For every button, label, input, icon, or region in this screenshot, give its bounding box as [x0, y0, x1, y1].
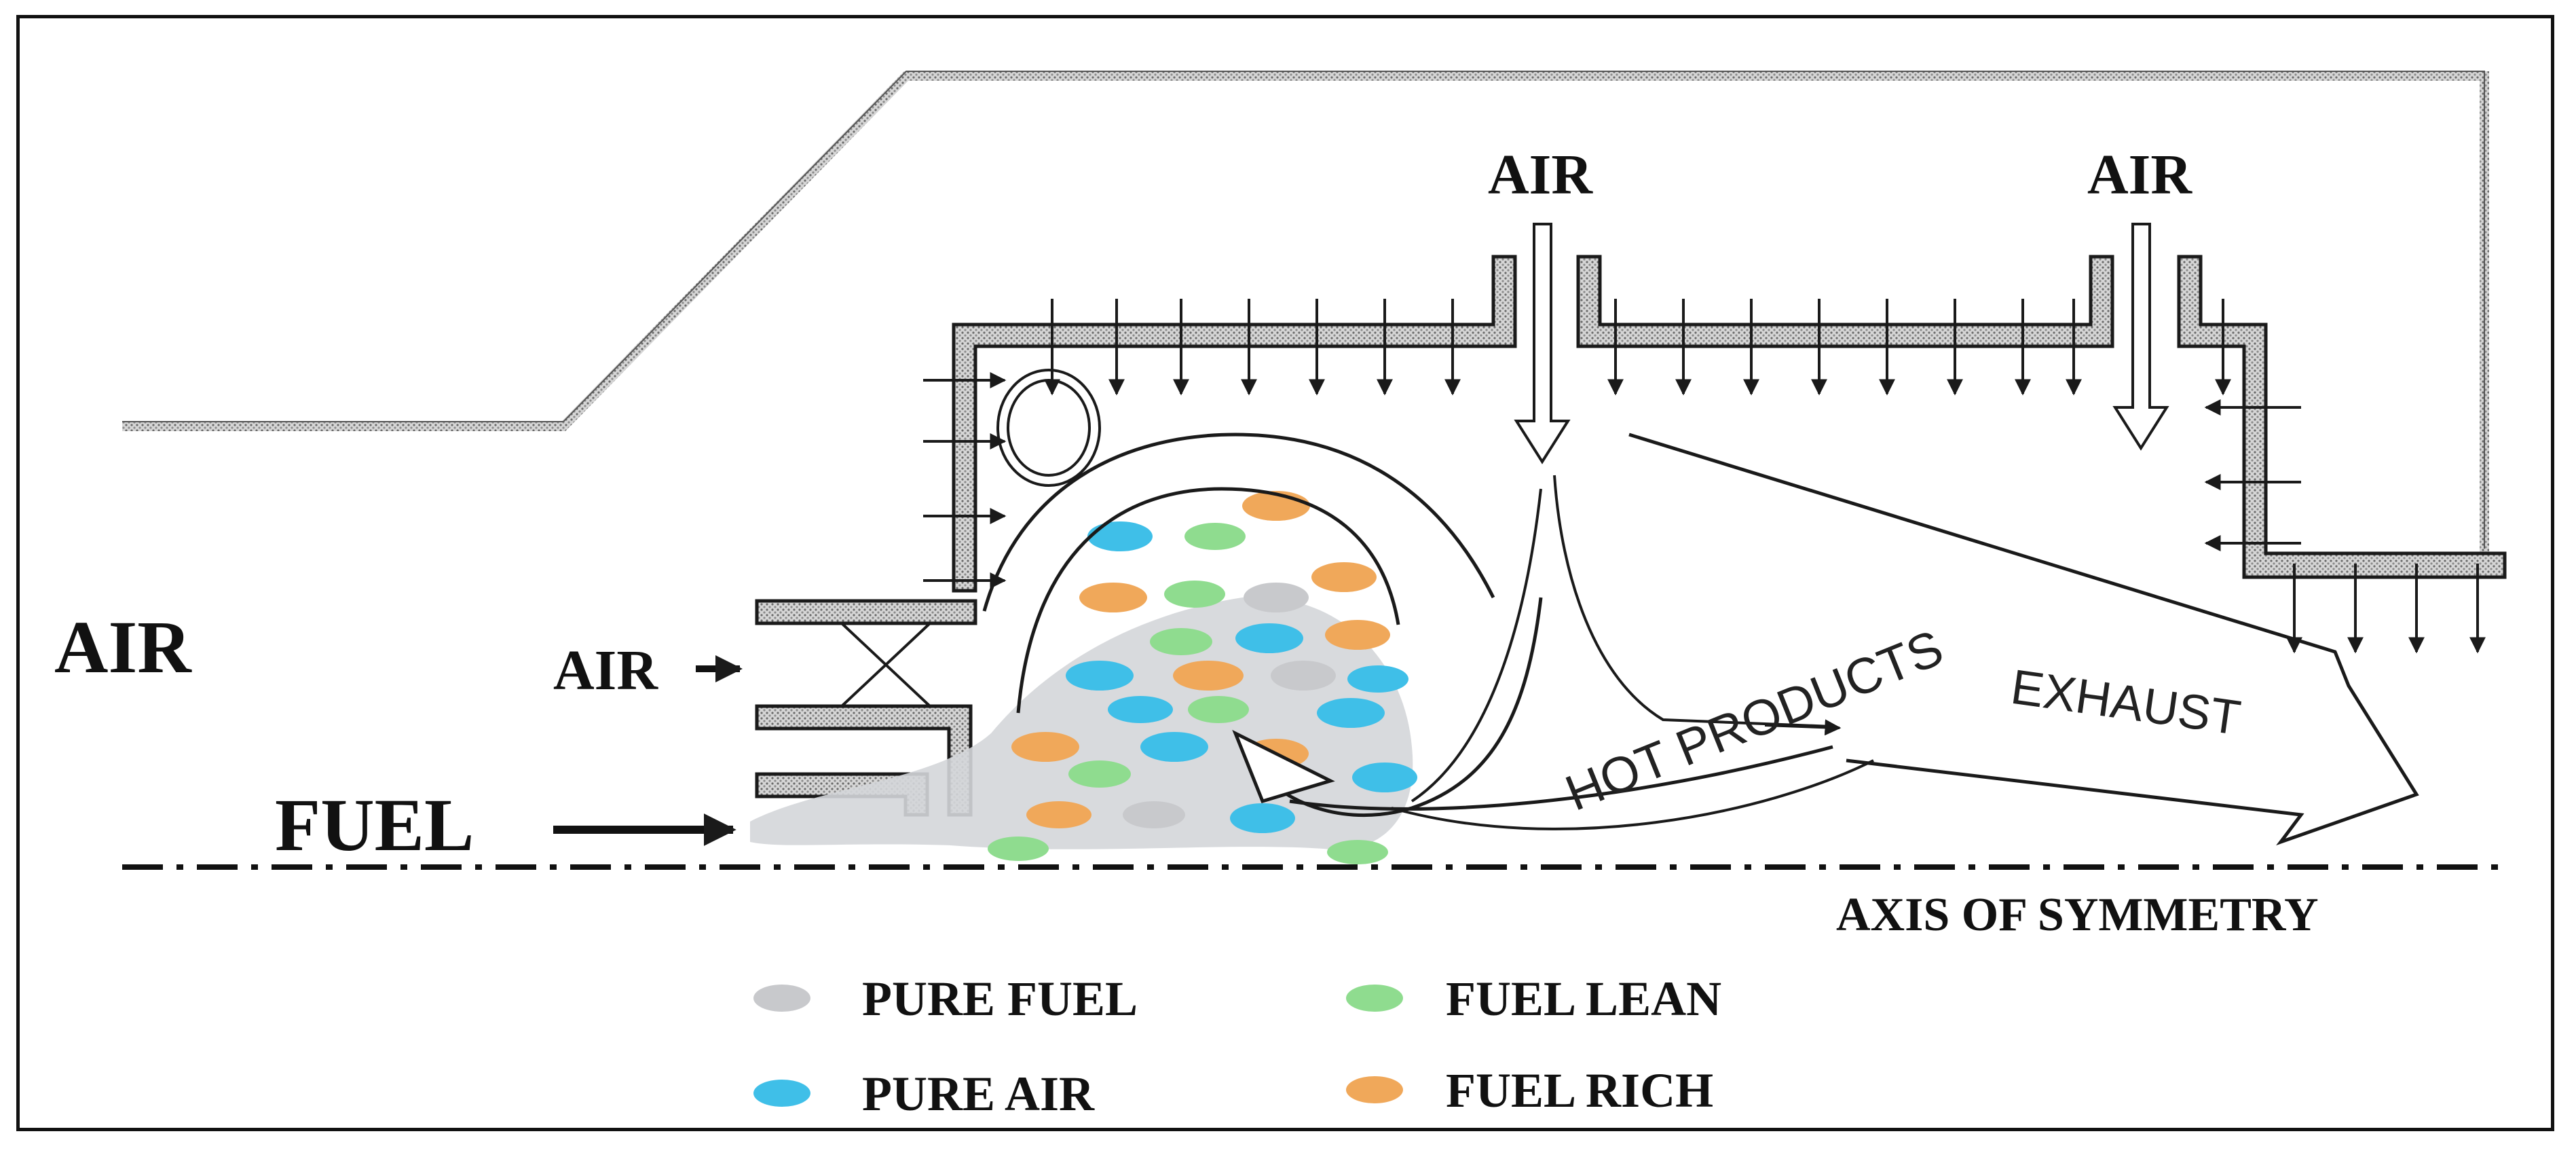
hot-products-flow: [1391, 475, 1874, 830]
air-top-label-2: AIR: [2087, 143, 2192, 206]
legend-swatch-fuel-lean: [1346, 985, 1403, 1012]
diagram-frame: [16, 15, 2554, 1131]
fuel-label: FUEL: [275, 784, 474, 866]
air-top-label-1: AIR: [1488, 143, 1593, 206]
exhaust-label: EXHAUST: [2008, 660, 2244, 746]
legend-swatch-pure-fuel: [753, 985, 810, 1012]
corner-vortex: [996, 369, 1101, 487]
legend-label-pure-fuel: PURE FUEL: [862, 972, 1138, 1026]
mixing-zone: [750, 597, 1413, 850]
air-inlet-label: AIR: [553, 639, 658, 702]
air-jet-arrows: [1514, 223, 2169, 464]
legend-label-pure-air: PURE AIR: [862, 1067, 1095, 1121]
legend-swatch-fuel-rich: [1346, 1076, 1403, 1103]
hot-products-label: HOT PRODUCTS: [1558, 619, 1951, 822]
liner-wall: [755, 255, 2507, 817]
legend-label-fuel-lean: FUEL LEAN: [1446, 972, 1721, 1026]
legend-label-fuel-rich: FUEL RICH: [1446, 1063, 1713, 1118]
air-outer-label: AIR: [54, 606, 192, 688]
mixture-blobs: [988, 491, 1417, 864]
dilution-arrows: [923, 299, 2486, 654]
legend: PURE FUEL FUEL LEAN PURE AIR FUEL RICH: [753, 972, 1721, 1121]
legend-swatch-pure-air: [753, 1080, 810, 1107]
exhaust-flow: [1289, 433, 2419, 846]
axis-label: AXIS OF SYMMETRY: [1836, 889, 2319, 941]
